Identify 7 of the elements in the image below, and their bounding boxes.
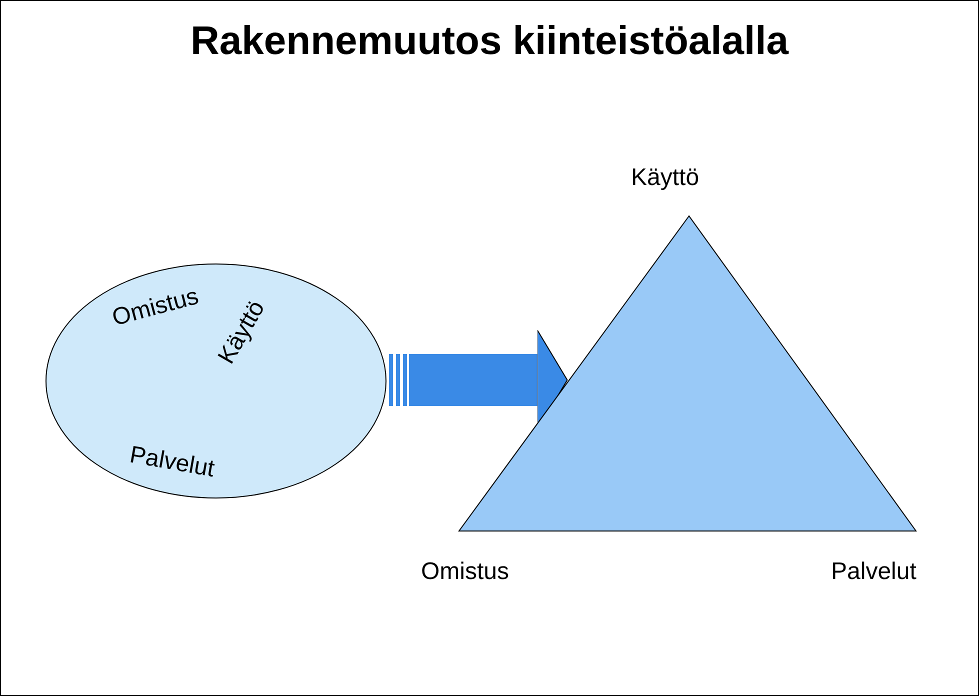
ellipse-node — [45, 263, 387, 499]
node-label: Omistus — [421, 558, 510, 586]
node-label: Omistus — [109, 282, 202, 333]
title: Rakennemuutos kiinteistöalalla — [190, 19, 790, 64]
node-label: Palvelut — [831, 558, 916, 586]
node-label: Käyttö — [631, 164, 700, 192]
node-label: Palvelut — [128, 441, 217, 484]
